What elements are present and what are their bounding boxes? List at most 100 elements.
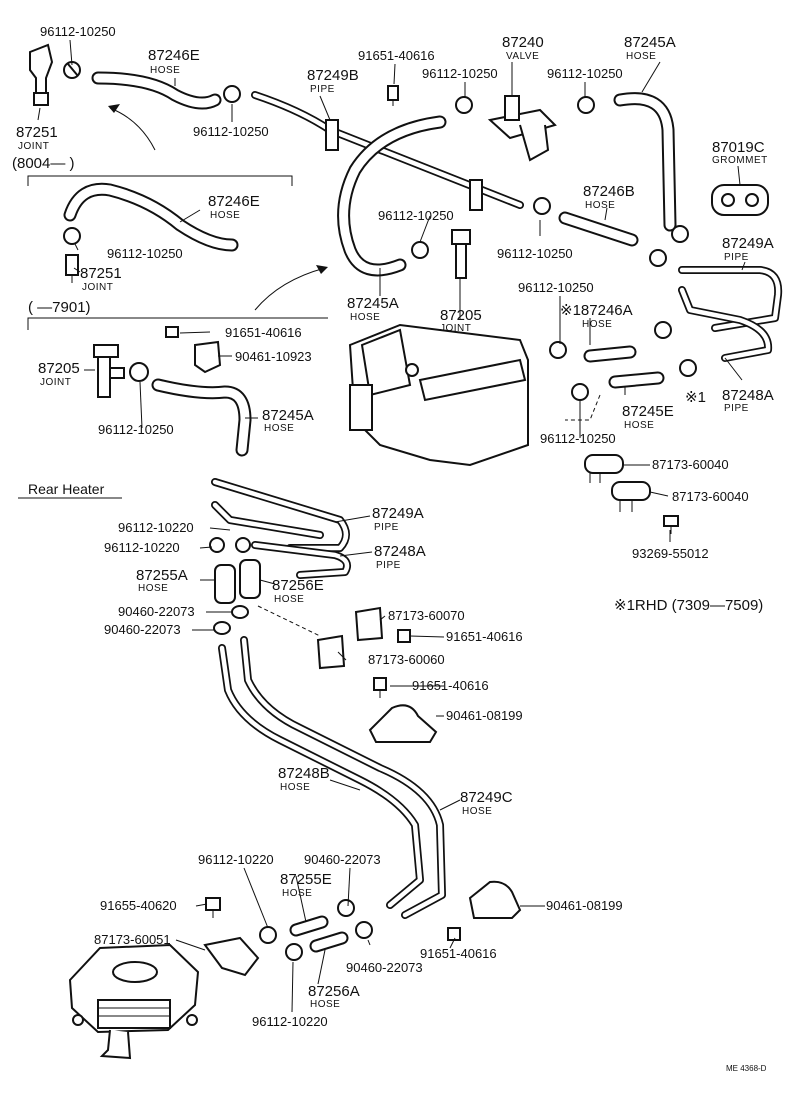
label-87019c: 87019C xyxy=(712,139,765,156)
label-93269-55012: 93269-55012 xyxy=(632,546,709,561)
heater-unit xyxy=(348,323,529,467)
label-91651-40616-r2: 91651-40616 xyxy=(412,678,489,693)
footer-ref: ME 4368-D xyxy=(726,1064,767,1073)
drawing-layer xyxy=(27,43,783,1060)
clip-87173-60060 xyxy=(316,634,346,670)
clamp-t3 xyxy=(455,96,474,114)
label-96112-10250-r1: 96112-10250 xyxy=(518,280,594,295)
label-hose-187246a: HOSE xyxy=(582,319,612,330)
grommet-87019c xyxy=(711,184,769,216)
label-pipe-87248a-right: PIPE xyxy=(724,403,749,414)
bracket-8004 xyxy=(27,175,293,186)
label-87248b: 87248B xyxy=(278,765,330,782)
arrow-head-center xyxy=(316,265,328,274)
joint-87251-top xyxy=(29,43,54,106)
label-87246e-mid: 87246E xyxy=(208,193,260,210)
label-87249c: 87249C xyxy=(460,789,513,806)
clamps-r xyxy=(549,321,698,401)
hose-87255a xyxy=(214,564,236,604)
label-hose-87255a: HOSE xyxy=(138,583,168,594)
joint-87251-mid xyxy=(65,254,79,283)
label-87255e: 87255E xyxy=(280,871,332,888)
label-87255a: 87255A xyxy=(136,567,188,584)
label-87256e: 87256E xyxy=(272,577,324,594)
bracket-7901 xyxy=(27,317,328,330)
label-valve-87240: VALVE xyxy=(506,51,539,62)
label-96112-10250-l1: 96112-10250 xyxy=(98,422,174,437)
clamp-m3 xyxy=(533,197,668,267)
label-91651-40616-top: 91651-40616 xyxy=(358,48,435,63)
label-hose-87248b: HOSE xyxy=(280,782,310,793)
label-87251-mid: 87251 xyxy=(80,265,122,282)
clip-90461-08199b xyxy=(468,880,522,919)
label-87249b: 87249B xyxy=(307,67,359,84)
label-87251-top: 87251 xyxy=(16,124,58,141)
label-joint-87205-mid: JOINT xyxy=(440,323,471,334)
label-hose-87245a-mid: HOSE xyxy=(350,312,380,323)
label-pipe-87248a-rear: PIPE xyxy=(376,560,401,571)
label-rear-heater: Rear Heater xyxy=(28,481,105,497)
label-90460-22073d: 90460-22073 xyxy=(346,960,423,975)
bolt-91655 xyxy=(205,897,221,918)
hose-187246a xyxy=(583,345,637,363)
clamps-lower xyxy=(259,899,374,961)
hose-87245a-low xyxy=(151,378,252,457)
label-96112-10250-t2: 96112-10250 xyxy=(422,66,498,81)
label-87245e: 87245E xyxy=(622,403,674,420)
label-96112-10250-t4: 96112-10250 xyxy=(193,124,269,139)
label-91655-40620: 91655-40620 xyxy=(100,898,177,913)
hose-87246b xyxy=(558,211,639,247)
label-pipe-87249b: PIPE xyxy=(310,84,335,95)
clamp-m2 xyxy=(411,241,430,259)
label-91651-40616-left: 91651-40616 xyxy=(225,325,302,340)
clamp-tl xyxy=(63,61,82,79)
arrow-head-top-left xyxy=(108,104,120,113)
hose-87246e-mid xyxy=(63,182,239,252)
pipe-87249a-rear xyxy=(211,478,350,552)
clamp-m1 xyxy=(63,227,82,245)
clip-87173-60051 xyxy=(203,936,260,977)
rear-heater-unit xyxy=(68,943,200,1060)
label-87248a-rear: 87248A xyxy=(374,543,426,560)
bolt-91651-top xyxy=(387,85,399,106)
label-87246b: 87246B xyxy=(583,183,635,200)
label-96112-10250-t3: 96112-10250 xyxy=(547,66,623,81)
label-96112-10250-r2: 96112-10250 xyxy=(540,431,616,446)
label-note-rhd: ※1RHD (7309—7509) xyxy=(614,597,763,614)
label-hose-87245a-tr: HOSE xyxy=(626,51,656,62)
leader-dash-rear xyxy=(257,605,321,637)
label-87240: 87240 xyxy=(502,34,544,51)
label-96112-10220d: 96112-10220 xyxy=(252,1014,328,1029)
label-pipe-87249a-right: PIPE xyxy=(724,252,749,263)
label-87249a-right: 87249A xyxy=(722,235,774,252)
label-87205-left: 87205 xyxy=(38,360,80,377)
label-96112-10250-m1: 96112-10250 xyxy=(378,208,454,223)
clamps-90460 xyxy=(213,605,250,635)
label-96112-10220b: 96112-10220 xyxy=(104,540,180,555)
label-87249a-rear: 87249A xyxy=(372,505,424,522)
clamp-t2 xyxy=(223,85,242,103)
label-hose-87256e: HOSE xyxy=(274,594,304,605)
label-hose-87246b: HOSE xyxy=(585,200,615,211)
joint-87205-left xyxy=(93,344,125,398)
label-96112-10220c: 96112-10220 xyxy=(198,852,274,867)
label-87248a-right: 87248A xyxy=(722,387,774,404)
label-pipe-87249a-rear: PIPE xyxy=(374,522,399,533)
clamp-t4 xyxy=(577,96,596,114)
label-87173-60051: 87173-60051 xyxy=(94,932,171,947)
clip-87173-60040b xyxy=(611,481,651,512)
label-91651-40616-r1: 91651-40616 xyxy=(446,629,523,644)
pipe-87249a-right xyxy=(678,266,783,362)
leader-dash-r xyxy=(565,394,601,421)
part-labels: 96112-10250 87246E HOSE 91651-40616 8724… xyxy=(12,24,774,1073)
pipe-87248a-rear xyxy=(251,541,351,579)
hose-87245e xyxy=(608,371,665,389)
label-90461-08199a: 90461-08199 xyxy=(446,708,523,723)
label-96112-10250-m3: 96112-10250 xyxy=(107,246,183,261)
label-joint-87251-top: JOINT xyxy=(18,141,49,152)
clamp-l1 xyxy=(129,362,150,382)
label-96112-10250-tl: 96112-10250 xyxy=(40,24,116,39)
label-hose-87249c: HOSE xyxy=(462,806,492,817)
label-grommet-87019c: GROMMET xyxy=(712,155,768,166)
